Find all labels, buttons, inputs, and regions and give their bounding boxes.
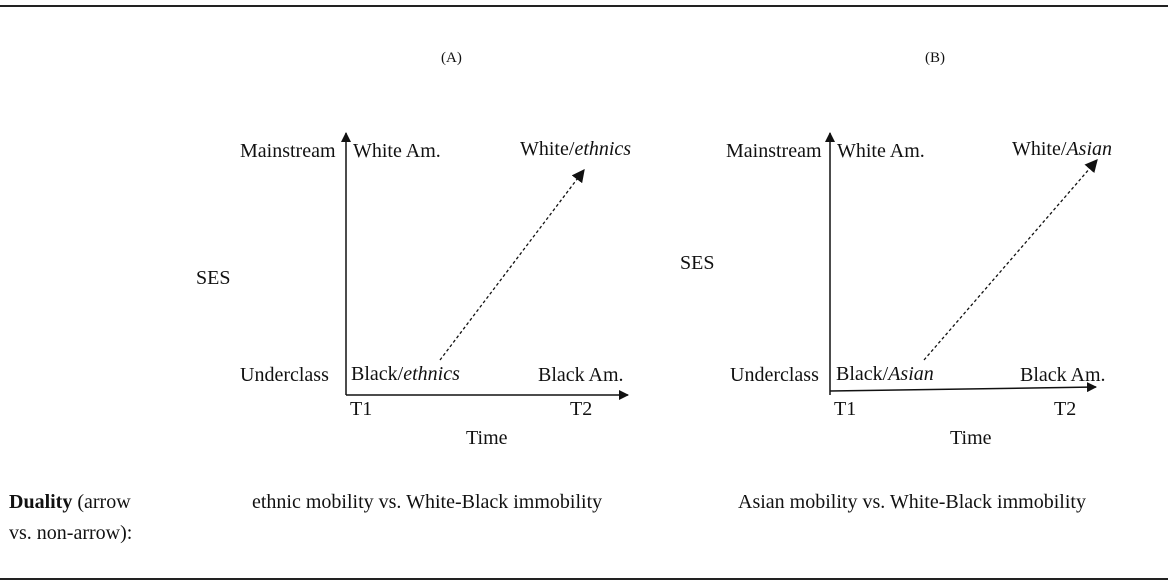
panel-b-black-prefix: Black/ — [836, 363, 889, 385]
panel-a-label: (A) — [441, 50, 462, 66]
panel-b-caption: Asian mobility vs. White-Black immobilit… — [738, 491, 1086, 513]
panel-a-white-prefix: White/ — [520, 138, 575, 160]
duality-label: Duality (arrow — [9, 491, 131, 513]
panel-b-y-top-label: Mainstream — [726, 140, 822, 162]
panel-a-y-axis-title: SES — [196, 267, 231, 289]
panel-a-y-bottom-label: Underclass — [240, 364, 329, 386]
panel-b-mobility-arrow — [923, 159, 1098, 361]
panel-b-white-prefix: White/ — [1012, 138, 1067, 160]
panel-a-black-am: Black Am. — [538, 364, 624, 386]
panel-b-x-axis — [829, 382, 1097, 393]
panel-b-x-axis-title: Time — [950, 427, 992, 449]
panel-b-asian-top: Asian — [1066, 138, 1112, 160]
duality-term: Duality — [9, 491, 73, 513]
panel-b-black-am: Black Am. — [1020, 364, 1106, 386]
panel-a-y-top-label: Mainstream — [240, 140, 336, 162]
panel-a-white-ethnics: White/ethnics — [520, 138, 631, 160]
panel-a-ethnics-bottom: ethnics — [403, 363, 460, 385]
panel-b-t1: T1 — [834, 398, 857, 420]
panel-a-black-prefix: Black/ — [351, 363, 404, 385]
panel-a-caption: ethnic mobility vs. White-Black immobili… — [252, 491, 603, 513]
duality-label-line2: vs. non-arrow): — [9, 522, 133, 544]
top-rule — [0, 5, 1168, 7]
panel-b-label: (B) — [925, 50, 945, 66]
panel-b-y-axis-title: SES — [680, 252, 715, 274]
panel-b-white-am: White Am. — [837, 140, 925, 162]
panel-a-white-am: White Am. — [353, 140, 441, 162]
panel-a-x-axis-title: Time — [466, 427, 508, 449]
panel-a-black-ethnics: Black/ethnics — [351, 363, 460, 385]
panel-b-black-asian: Black/Asian — [836, 363, 934, 385]
panel-b-white-asian: White/Asian — [1012, 138, 1112, 160]
panel-a-mobility-arrow — [439, 168, 585, 361]
panel-b-t2: T2 — [1054, 398, 1077, 420]
panel-a-t1: T1 — [350, 398, 373, 420]
panel-b-y-bottom-label: Underclass — [730, 364, 819, 386]
duality-rest: (arrow — [72, 491, 131, 513]
panel-a-t2: T2 — [570, 398, 593, 420]
panel-b-asian-bottom: Asian — [888, 363, 934, 385]
bottom-rule — [0, 578, 1168, 580]
panel-a-ethnics-top: ethnics — [574, 138, 632, 160]
